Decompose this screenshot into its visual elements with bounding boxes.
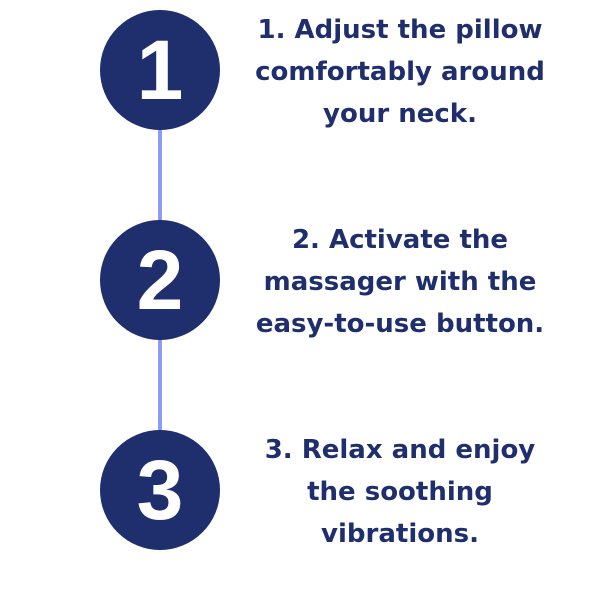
step-text-line: the soothing	[307, 477, 493, 507]
step-1-badge: 1	[100, 10, 220, 130]
step-text-line: massager with the	[263, 267, 537, 297]
step-text-line: easy-to-use button.	[255, 309, 545, 339]
step-2-text: 2. Activate the massager with the easy-t…	[230, 219, 570, 345]
step-3-badge: 3	[100, 430, 220, 550]
connector-line-1-2	[158, 128, 162, 222]
step-text-line: 1. Adjust the pillow	[257, 15, 543, 45]
step-2-badge: 2	[100, 220, 220, 340]
step-text-line: vibrations.	[321, 519, 479, 549]
step-3-text: 3. Relax and enjoy the soothing vibratio…	[230, 429, 570, 555]
step-number: 1	[136, 23, 184, 117]
step-number: 2	[136, 233, 184, 327]
step-1-text: 1. Adjust the pillow comfortably around …	[230, 9, 570, 135]
step-text-line: your neck.	[323, 99, 477, 129]
step-text-line: 2. Activate the	[291, 225, 509, 255]
step-number: 3	[136, 443, 184, 537]
step-text-line: 3. Relax and enjoy	[264, 435, 536, 465]
step-text-line: comfortably around	[255, 57, 545, 87]
connector-line-2-3	[158, 338, 162, 432]
